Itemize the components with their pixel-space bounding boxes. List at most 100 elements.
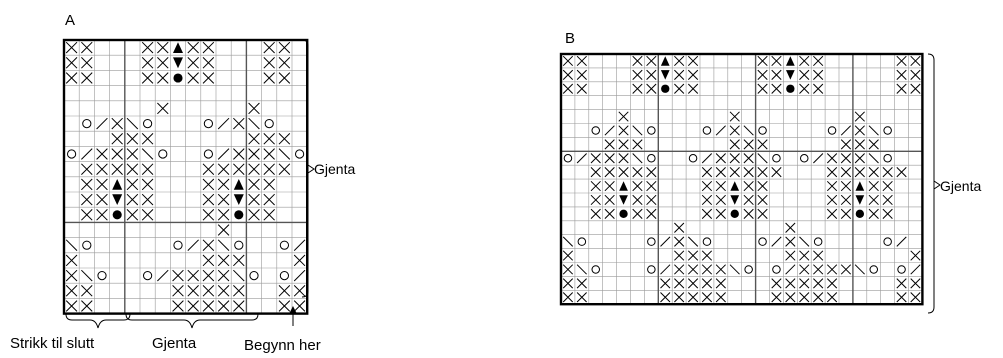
cross-symbol-icon <box>576 292 587 303</box>
cross-symbol-icon <box>813 55 824 67</box>
cross-symbol-icon <box>799 69 810 80</box>
right-decrease-symbol-icon <box>604 125 615 136</box>
cross-symbol-icon <box>632 83 643 94</box>
cross-symbol-icon <box>826 292 838 303</box>
cross-symbol-icon <box>854 111 865 122</box>
cross-symbol-icon <box>701 180 713 192</box>
yarn-over-symbol-icon <box>234 240 244 250</box>
cross-symbol-icon <box>826 208 838 219</box>
cross-symbol-icon <box>248 193 260 206</box>
cross-symbol-icon <box>646 69 657 80</box>
cross-symbol-icon <box>96 209 108 221</box>
cross-symbol-icon <box>826 167 838 178</box>
yarn-over-symbol-icon <box>647 126 656 135</box>
triangle-up-symbol-icon <box>112 179 123 190</box>
cross-symbol-icon <box>729 167 740 178</box>
yarn-over-symbol-icon <box>264 118 274 129</box>
bobble-symbol-icon <box>786 84 795 93</box>
cross-symbol-icon <box>157 57 169 69</box>
cross-symbol-icon <box>604 180 615 192</box>
yarn-over-symbol-icon <box>758 126 767 135</box>
cross-symbol-icon <box>187 269 199 282</box>
cross-symbol-icon <box>293 254 306 267</box>
cross-symbol-icon <box>715 167 726 178</box>
cross-symbol-icon <box>293 300 306 312</box>
cross-symbol-icon <box>757 55 768 67</box>
cross-symbol-icon <box>840 153 852 164</box>
cross-symbol-icon <box>202 269 215 282</box>
cross-symbol-icon <box>882 180 893 192</box>
bobble-symbol-icon <box>730 209 739 219</box>
cross-symbol-icon <box>757 180 768 192</box>
bobble-symbol-icon <box>855 209 865 219</box>
cross-symbol-icon <box>65 41 78 54</box>
cross-symbol-icon <box>141 133 154 145</box>
cross-symbol-icon <box>826 180 838 192</box>
cross-symbol-icon <box>687 264 699 275</box>
cross-symbol-icon <box>910 278 921 289</box>
chart-a-grid <box>62 38 309 315</box>
cross-symbol-icon <box>743 139 754 150</box>
cross-symbol-icon <box>840 180 852 192</box>
cross-symbol-icon <box>126 178 139 191</box>
cross-symbol-icon <box>81 193 93 206</box>
cross-symbol-icon <box>263 57 275 69</box>
yarn-over-symbol-icon <box>799 153 809 163</box>
cross-symbol-icon <box>701 292 713 303</box>
cross-symbol-icon <box>293 285 306 297</box>
cross-symbol-icon <box>217 193 230 206</box>
cross-symbol-icon <box>233 163 245 175</box>
triangle-up-symbol-icon <box>660 56 670 66</box>
cross-symbol-icon <box>868 180 879 192</box>
cross-symbol-icon <box>646 55 657 67</box>
cross-symbol-icon <box>826 153 838 164</box>
cross-symbol-icon <box>157 102 169 115</box>
left-decrease-symbol-icon <box>799 236 810 247</box>
right-decrease-symbol-icon <box>293 239 306 251</box>
right-decrease-symbol-icon <box>701 153 713 164</box>
yarn-over-symbol-icon <box>203 149 214 159</box>
cross-symbol-icon <box>840 167 852 178</box>
cross-symbol-icon <box>743 194 754 206</box>
right-decrease-symbol-icon <box>896 236 907 247</box>
cross-symbol-icon <box>96 163 108 175</box>
cross-symbol-icon <box>126 133 139 145</box>
cross-symbol-icon <box>757 139 768 150</box>
left-decrease-symbol-icon <box>248 117 260 130</box>
cross-symbol-icon <box>141 178 154 191</box>
cross-symbol-icon <box>646 194 657 206</box>
yarn-over-symbol-icon <box>744 265 753 274</box>
cross-symbol-icon <box>81 209 93 221</box>
cross-symbol-icon <box>771 69 782 80</box>
cross-symbol-icon <box>785 292 796 303</box>
cross-symbol-icon <box>65 285 78 297</box>
left-decrease-symbol-icon <box>81 269 93 282</box>
cross-symbol-icon <box>248 178 260 191</box>
cross-symbol-icon <box>715 208 726 219</box>
cross-symbol-icon <box>562 83 574 94</box>
cross-symbol-icon <box>646 208 657 219</box>
yarn-over-symbol-icon <box>82 240 92 250</box>
cross-symbol-icon <box>674 278 685 289</box>
cross-symbol-icon <box>660 292 671 303</box>
cross-symbol-icon <box>757 83 768 94</box>
cross-symbol-icon <box>590 180 601 192</box>
chart-a-bracket-strikk <box>65 313 131 329</box>
cross-symbol-icon <box>233 285 245 297</box>
yarn-over-symbol-icon <box>813 237 823 246</box>
cross-symbol-icon <box>757 194 768 206</box>
bobble-symbol-icon <box>661 84 670 93</box>
yarn-over-symbol-icon <box>772 153 781 163</box>
cross-symbol-icon <box>562 264 574 275</box>
cross-symbol-icon <box>604 208 615 219</box>
yarn-over-symbol-icon <box>758 237 767 246</box>
right-decrease-symbol-icon <box>293 269 306 282</box>
yarn-over-symbol-icon <box>827 126 837 135</box>
cross-symbol-icon <box>715 194 726 206</box>
yarn-over-symbol-icon <box>883 153 892 163</box>
cross-symbol-icon <box>65 72 78 84</box>
yarn-over-symbol-icon <box>66 149 77 159</box>
cross-symbol-icon <box>187 72 199 84</box>
cross-symbol-icon <box>674 236 685 247</box>
cross-symbol-icon <box>202 285 215 297</box>
